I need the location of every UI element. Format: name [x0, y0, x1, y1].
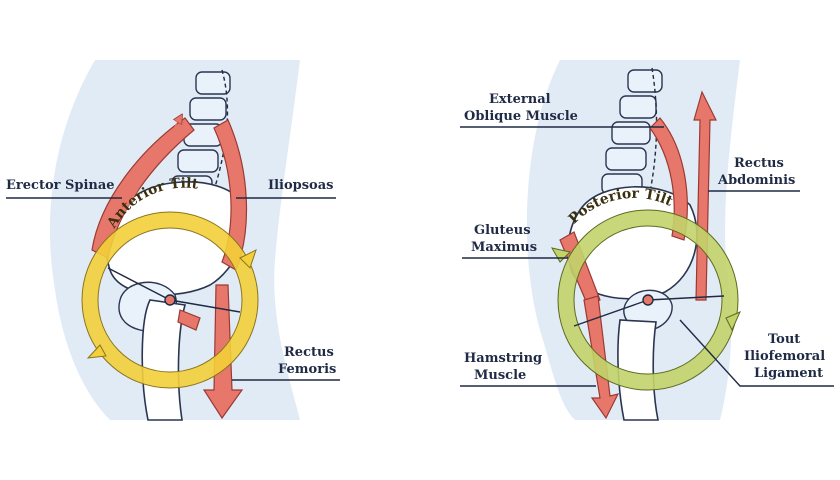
hamstring-label-1: Hamstring	[464, 351, 542, 366]
rectus-abdominis-label-2: Abdominis	[717, 173, 795, 188]
posterior-pivot	[573, 294, 725, 327]
iliopsoas-muscle	[213, 119, 248, 271]
posterior-tilt-ring	[551, 209, 741, 391]
gluteus-maximus-label-2: Maximus	[471, 240, 537, 255]
erector-spinae-label: Erector Spinae	[6, 178, 115, 193]
rectus-femoris-label-1: Rectus	[284, 345, 334, 360]
anterior-figure: Anterior Tilt Erector Spinae Iliopsoas R…	[6, 60, 340, 421]
gluteus-maximus-label-1: Gluteus	[474, 223, 531, 238]
external-oblique-label-2: Oblique Muscle	[464, 109, 578, 124]
anterior-femur	[141, 299, 187, 421]
tout-label-3: Ligament	[754, 366, 823, 381]
tout-label-1: Tout	[768, 332, 800, 347]
rectus-femoris-label-2: Femoris	[278, 362, 336, 377]
posterior-figure: Posterior Tilt External Oblique Muscle R…	[460, 60, 834, 421]
posterior-femur	[617, 319, 659, 421]
hamstring-label-2: Muscle	[474, 368, 526, 383]
tout-leader	[679, 319, 834, 387]
external-oblique-muscle	[649, 117, 688, 241]
iliopsoas-label: Iliopsoas	[268, 178, 333, 193]
external-oblique-label-1: External	[489, 92, 551, 107]
tout-label-2: Iliofemoral	[744, 349, 825, 364]
rectus-abdominis-label-1: Rectus	[734, 156, 784, 171]
anterior-tilt-ring	[81, 211, 259, 389]
anterior-pivot	[107, 267, 241, 313]
rectus-abdominis-muscle	[693, 90, 717, 301]
